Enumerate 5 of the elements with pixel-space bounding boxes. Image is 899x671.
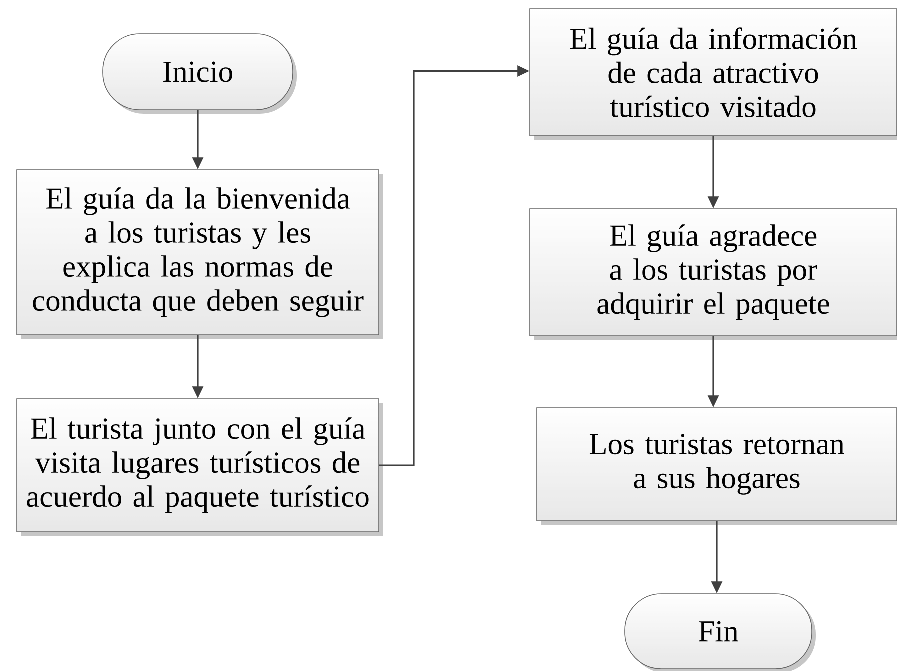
process-box: El turista junto con el guía visita lugares turísticos de acuerdo al paquete turístico xyxy=(16,398,383,536)
process-box: El guía agradece a los turistas por adquirir el paquete xyxy=(530,208,898,340)
process-box: Los turistas retornan a sus hogares xyxy=(536,408,898,525)
process-box: El guía da la bienvenida a los turistas y les explica las normas de conducta que deben seguir xyxy=(16,170,383,339)
process-box: El guía da información de cada atractivo turístico visitado xyxy=(530,8,898,140)
